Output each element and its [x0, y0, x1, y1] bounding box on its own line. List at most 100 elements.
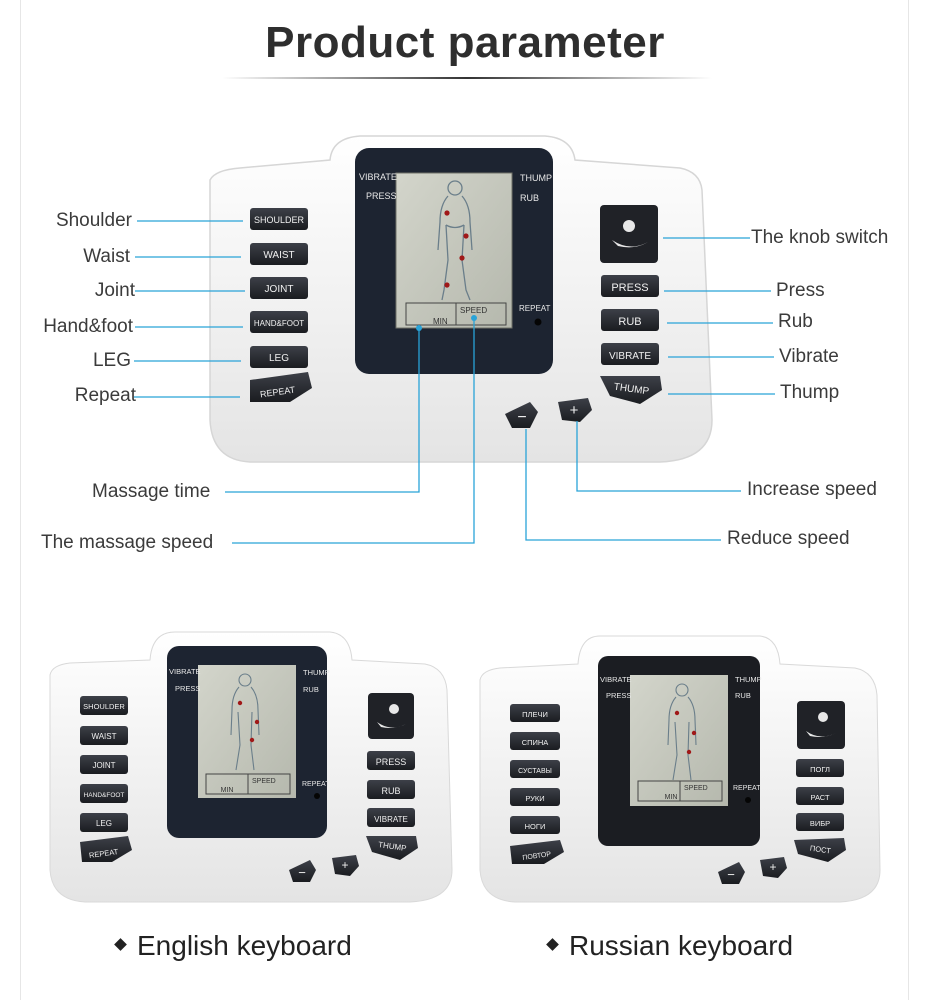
- reduce-leader: [525, 429, 721, 541]
- russian-back-button[interactable]: [510, 732, 560, 750]
- english-minus-button[interactable]: [289, 860, 316, 882]
- press-button[interactable]: [601, 275, 659, 297]
- english-point-icon: [254, 719, 260, 725]
- english-repeat-indicator: [314, 793, 320, 799]
- english-plus-button[interactable]: [332, 855, 359, 876]
- english-right-buttons: PRESS RUB VIBRATE THUMP: [366, 751, 418, 860]
- russian-knob-switch[interactable]: [797, 701, 845, 749]
- russian-vibrate-button[interactable]: [796, 813, 844, 831]
- russian-body-figure-icon: [667, 683, 697, 781]
- english-left-buttons: SHOULDER WAIST JOINT HAND&FOOT LEG REPEA…: [80, 696, 132, 862]
- vibrate-button[interactable]: [601, 343, 659, 365]
- english-press-button[interactable]: [367, 751, 415, 770]
- english-knob-switch[interactable]: [368, 693, 414, 739]
- russian-plus-button[interactable]: [760, 857, 787, 878]
- english-joint-label: JOINT: [92, 761, 115, 770]
- right-frame-line: [908, 0, 909, 1000]
- english-device: VIBRATE PRESS THUMP RUB REPEAT MIN SPEED…: [49, 631, 453, 903]
- russian-knob-swoosh-icon: [806, 731, 836, 737]
- lcd-min-label: MIN: [433, 317, 448, 326]
- bullet-icon: [114, 938, 127, 951]
- bullet-icon: [546, 938, 559, 951]
- leg-button[interactable]: [250, 346, 308, 368]
- russian-keyboard-label: Russian keyboard: [569, 930, 794, 961]
- russian-lcd-thump: THUMP: [735, 675, 762, 684]
- english-handfoot-button[interactable]: [80, 784, 128, 803]
- russian-left-buttons: ПЛЕЧИ СПИНА СУСТАВЫ РУКИ НОГИ ПОВТОР: [510, 704, 564, 864]
- english-keyboard-caption: English keyboard: [114, 930, 352, 962]
- russian-rub-button[interactable]: [796, 787, 844, 805]
- english-waist-label: WAIST: [91, 732, 116, 741]
- waist-button[interactable]: [250, 243, 308, 265]
- joint-button-label: JOINT: [265, 284, 294, 295]
- russian-minus-button[interactable]: [718, 862, 745, 884]
- russian-lcd-screen: [630, 675, 728, 806]
- russian-press-button[interactable]: [796, 759, 844, 777]
- lcd-vibrate-label: VIBRATE: [359, 172, 397, 182]
- russian-thump-button[interactable]: [794, 838, 846, 862]
- handfoot-button[interactable]: [250, 311, 308, 333]
- thump-button[interactable]: [600, 376, 662, 404]
- english-joint-button[interactable]: [80, 755, 128, 774]
- massage-speed-callout: The massage speed: [41, 532, 214, 553]
- english-waist-button[interactable]: [80, 726, 128, 745]
- english-point-icon: [237, 700, 243, 706]
- shoulder-button[interactable]: [250, 208, 308, 230]
- english-vibrate-button[interactable]: [367, 808, 415, 827]
- point-foot-icon: [444, 282, 450, 288]
- english-lcd-vibrate: VIBRATE: [169, 667, 201, 676]
- english-shoulder-button[interactable]: [80, 696, 128, 715]
- english-thump-button[interactable]: [366, 836, 418, 860]
- russian-right-buttons: ПОГЛ РАСТ ВИБР ПОСТ: [794, 759, 846, 862]
- english-lcd-press: PRESS: [175, 684, 200, 693]
- russian-hands-button[interactable]: [510, 788, 560, 806]
- russian-speed-label: SPEED: [684, 785, 708, 792]
- lcd-thump-label: THUMP: [520, 173, 552, 183]
- right-button-group: PRESS RUB VIBRATE THUMP: [600, 275, 662, 404]
- russian-keyboard-caption: Russian keyboard: [546, 930, 794, 962]
- russian-joint-button[interactable]: [510, 760, 560, 778]
- english-min-label: MIN: [221, 787, 234, 794]
- title-underline: [222, 77, 712, 79]
- vibrate-callout: Vibrate: [779, 346, 839, 367]
- english-rub-label: RUB: [381, 786, 400, 796]
- massage-speed-leader: [232, 320, 475, 544]
- left-button-group: SHOULDER WAIST JOINT HAND&FOOT LEG REPEA…: [250, 208, 312, 402]
- english-thump-label: THUMP: [378, 840, 407, 853]
- lcd-screen: [395, 172, 513, 329]
- joint-callout: Joint: [94, 280, 135, 301]
- rub-callout: Rub: [778, 311, 813, 332]
- minus-button[interactable]: [505, 402, 538, 428]
- repeat-button[interactable]: [250, 372, 312, 402]
- russian-repeat-indicator: [745, 797, 751, 803]
- main-device: VIBRATE PRESS THUMP RUB REPEAT MIN SPEED…: [209, 135, 713, 463]
- knob-switch[interactable]: [600, 205, 658, 263]
- russian-thump-label: ПОСТ: [809, 844, 831, 856]
- thump-button-label: THUMP: [613, 382, 650, 398]
- russian-plus-label: +: [769, 860, 776, 874]
- russian-point-icon: [686, 749, 692, 755]
- lcd-rub-label: RUB: [520, 193, 539, 203]
- press-callout: Press: [776, 280, 825, 301]
- english-rub-button[interactable]: [367, 780, 415, 799]
- callout-lines: [134, 220, 775, 544]
- english-knob-dot-icon: [389, 704, 399, 714]
- english-repeat-button[interactable]: [80, 836, 132, 862]
- left-frame-line: [20, 0, 21, 1000]
- body-figure-icon: [437, 180, 473, 301]
- russian-minus-label: −: [727, 867, 735, 882]
- joint-button[interactable]: [250, 277, 308, 299]
- vibrate-button-label: VIBRATE: [609, 351, 651, 362]
- english-shoulder-label: SHOULDER: [83, 702, 125, 711]
- russian-repeat-button[interactable]: [510, 840, 564, 864]
- repeat-callout: Repeat: [74, 385, 136, 406]
- russian-shoulder-button[interactable]: [510, 704, 560, 722]
- russian-back-label: СПИНА: [522, 738, 549, 747]
- plus-button[interactable]: [558, 398, 592, 422]
- english-leg-button[interactable]: [80, 813, 128, 832]
- rub-button[interactable]: [601, 309, 659, 331]
- russian-legs-button[interactable]: [510, 816, 560, 834]
- leg-button-label: LEG: [269, 353, 289, 364]
- increase-leader: [576, 421, 741, 492]
